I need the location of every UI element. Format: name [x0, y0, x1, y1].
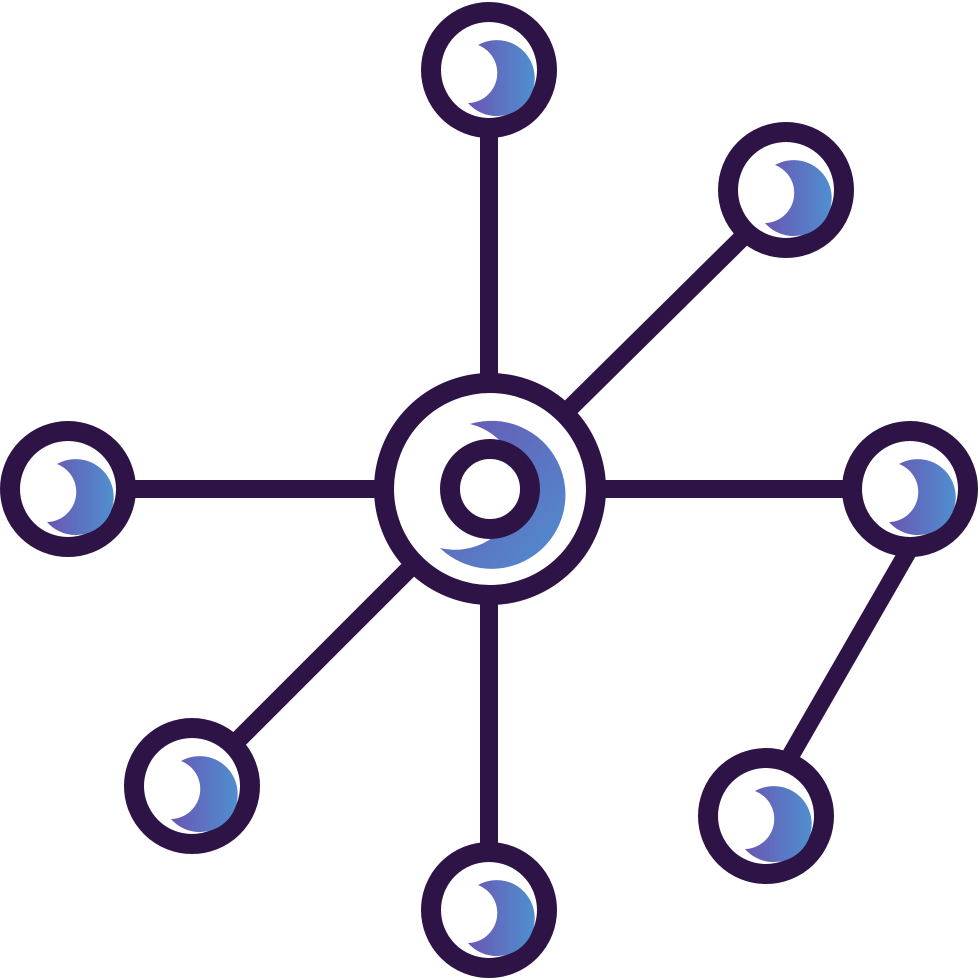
node-bottom-left — [124, 718, 260, 854]
node-left — [0, 421, 136, 557]
connector-top-right — [561, 229, 751, 417]
connector-bottom-left — [231, 559, 419, 747]
node-right — [842, 421, 978, 557]
hub-crescent — [440, 420, 566, 569]
node-top-right — [718, 122, 854, 258]
hub-node — [374, 373, 606, 605]
node-bottom — [421, 842, 557, 978]
node-bottom-right — [698, 748, 834, 884]
connector-lines — [130, 130, 918, 848]
connector-right-lower — [780, 543, 918, 765]
node-top — [421, 2, 557, 138]
